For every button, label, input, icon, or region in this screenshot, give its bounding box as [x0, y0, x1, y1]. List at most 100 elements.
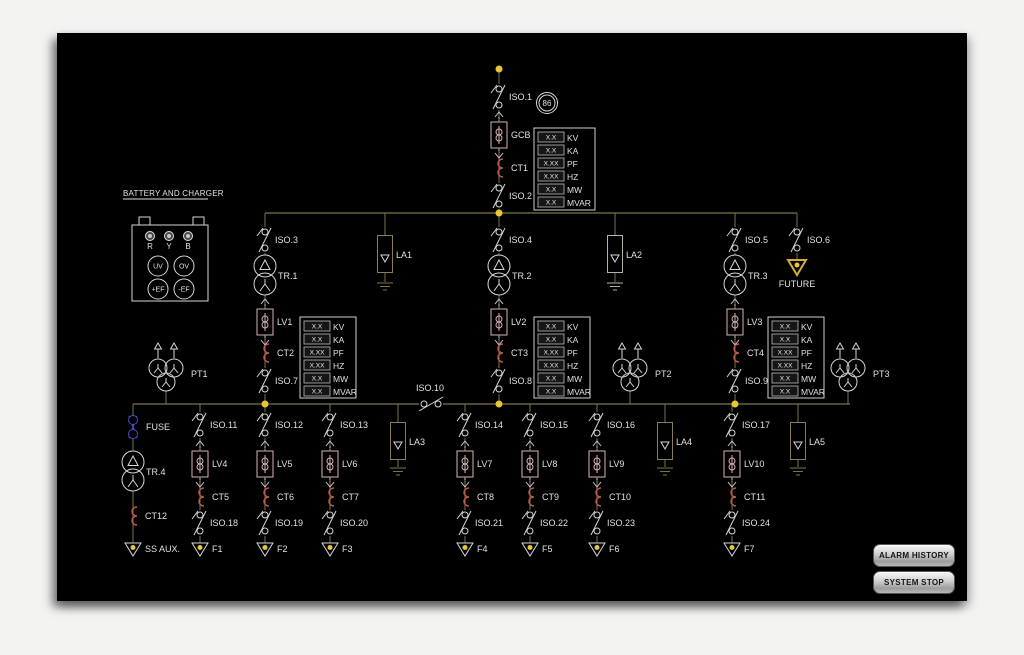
label: KV [801, 322, 813, 332]
label: MVAR [567, 387, 591, 397]
label: ISO.9 [745, 376, 768, 386]
label: X.X [546, 389, 557, 396]
label: F5 [542, 544, 553, 554]
breaker-LV4[interactable]: LV4 [191, 440, 227, 488]
breaker-LV8[interactable]: LV8 [521, 440, 557, 488]
alarm-history-button[interactable]: ALARM HISTORY [873, 544, 955, 567]
label: X.X [312, 337, 323, 344]
label: HZ [567, 361, 578, 371]
label: FUSE [146, 422, 170, 432]
label: Y [166, 242, 172, 251]
isolator-ISO.18[interactable]: ISO.18 [191, 510, 238, 536]
ground-icon [790, 467, 806, 476]
isolator-ISO.12[interactable]: ISO.12 [256, 412, 303, 438]
label: KA [567, 335, 579, 345]
feeder-arrow-F5: F5 [521, 542, 553, 557]
pt-PT1: PT1 [148, 342, 208, 392]
label: ISO.10 [416, 383, 444, 393]
isolator-ISO.20[interactable]: ISO.20 [321, 510, 368, 536]
label: HZ [333, 361, 344, 371]
label: X.XX [544, 350, 559, 357]
ct-CT6: CT6 [263, 487, 294, 507]
label: ISO.24 [742, 518, 770, 528]
meter-value-cell [537, 385, 565, 397]
label: GCB [511, 130, 531, 140]
label: ISO.7 [275, 376, 298, 386]
label: X.X [546, 376, 557, 383]
isolator-ISO.22[interactable]: ISO.22 [521, 510, 568, 536]
transformer-TR.3: TR.3 [723, 254, 768, 296]
isolator-ISO.9[interactable]: ISO.9 [726, 368, 768, 394]
isolator-ISO.10[interactable]: ISO.10 [416, 383, 444, 412]
isolator-ISO.2[interactable]: ISO.2 [490, 183, 532, 209]
label: FUTURE [779, 279, 816, 289]
label: CT12 [145, 511, 167, 521]
label: MW [333, 374, 348, 384]
breaker-LV1[interactable]: LV1 [256, 298, 292, 346]
label: CT2 [277, 348, 294, 358]
isolator-ISO.4[interactable]: ISO.4 [490, 227, 532, 253]
breaker-GCB[interactable]: GCB [490, 111, 531, 159]
meter-value-cell [303, 320, 331, 332]
isolator-ISO.13[interactable]: ISO.13 [321, 412, 368, 438]
ground-icon [390, 467, 406, 476]
label: ISO.6 [807, 235, 830, 245]
isolator-ISO.5[interactable]: ISO.5 [726, 227, 768, 253]
isolator-ISO.8[interactable]: ISO.8 [490, 368, 532, 394]
label: CT9 [542, 492, 559, 502]
ct-CT3: CT3 [497, 343, 528, 363]
label: LA2 [626, 250, 642, 260]
label: R [147, 242, 153, 251]
isolator-ISO.7[interactable]: ISO.7 [256, 368, 298, 394]
label: F2 [277, 544, 288, 554]
system-stop-button[interactable]: SYSTEM STOP [873, 571, 955, 594]
label: F6 [609, 544, 620, 554]
isolator-ISO.6[interactable]: ISO.6 [788, 227, 830, 253]
isolator-ISO.23[interactable]: ISO.23 [588, 510, 635, 536]
label: ISO.19 [275, 518, 303, 528]
label: PT3 [873, 369, 890, 379]
isolator-ISO.1[interactable]: ISO.1 [490, 84, 532, 110]
breaker-LV9[interactable]: LV9 [588, 440, 624, 488]
fuse: FUSE [128, 415, 170, 439]
label: LV7 [477, 459, 492, 469]
breaker-LV10[interactable]: LV10 [723, 440, 764, 488]
isolator-ISO.11[interactable]: ISO.11 [191, 412, 237, 438]
breaker-LV6[interactable]: LV6 [321, 440, 357, 488]
isolator-ISO.21[interactable]: ISO.21 [456, 510, 503, 536]
isolator-ISO.16[interactable]: ISO.16 [588, 412, 635, 438]
label: F1 [212, 544, 223, 554]
label: F7 [744, 544, 755, 554]
label: KV [567, 322, 579, 332]
label: PT1 [191, 369, 208, 379]
label: ISO.12 [275, 420, 303, 430]
breaker-LV5[interactable]: LV5 [256, 440, 292, 488]
breaker-LV7[interactable]: LV7 [456, 440, 492, 488]
label: ISO.18 [210, 518, 238, 528]
label: PF [567, 159, 578, 169]
breaker-LV2[interactable]: LV2 [490, 298, 526, 346]
isolator-ISO.3[interactable]: ISO.3 [256, 227, 298, 253]
label: UV [153, 264, 163, 271]
isolator-ISO.15[interactable]: ISO.15 [521, 412, 568, 438]
ground-icon [657, 467, 673, 476]
label: X.X [780, 324, 791, 331]
isolator-ISO.19[interactable]: ISO.19 [256, 510, 303, 536]
ct-CT5: CT5 [198, 487, 229, 507]
label: X.X [780, 376, 791, 383]
isolator-ISO.24[interactable]: ISO.24 [723, 510, 770, 536]
meter-value-cell [303, 346, 331, 358]
ct-CT1: CT1 [497, 158, 528, 178]
isolator-ISO.14[interactable]: ISO.14 [456, 412, 503, 438]
meter-value-cell [537, 183, 565, 195]
breaker-LV3[interactable]: LV3 [726, 298, 762, 346]
isolator-ISO.17[interactable]: ISO.17 [723, 412, 770, 438]
label: KA [567, 146, 579, 156]
ground-icon [377, 282, 393, 291]
ct-CT2: CT2 [263, 343, 294, 363]
label: SS AUX. [145, 544, 180, 554]
arrester-LA3: LA3 [390, 422, 425, 460]
